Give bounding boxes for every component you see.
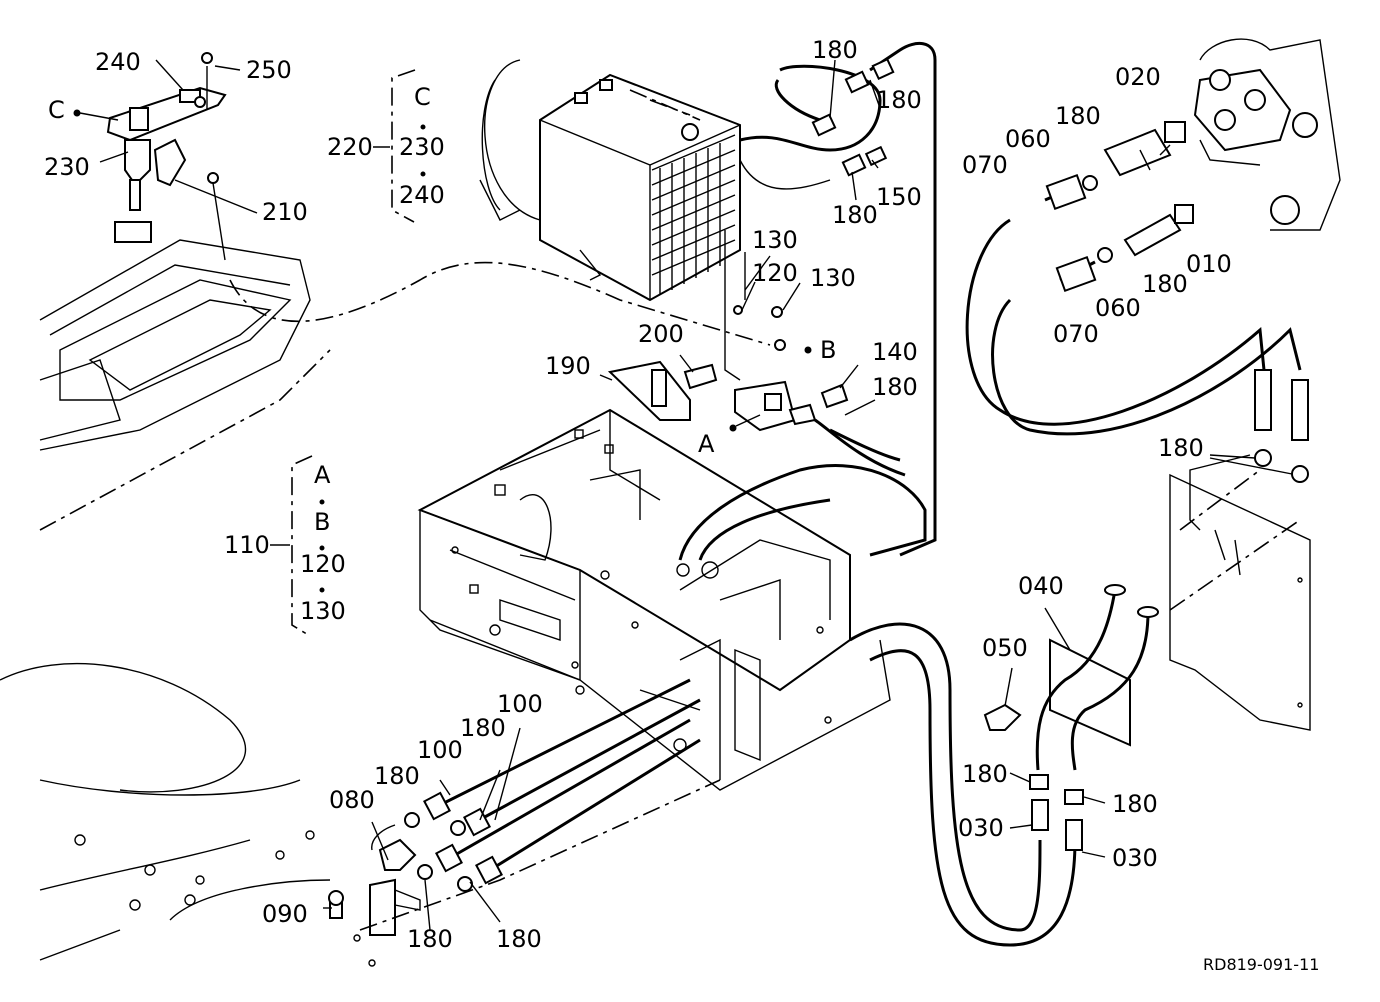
callout-060b: 060 [1095,294,1141,322]
callout-group-220-c: C [414,83,431,111]
callout-group-110-b: B [314,508,330,536]
callout-070b: 070 [1053,320,1099,348]
callout-180-r3: 180 [1158,434,1204,462]
pipe-bracket [983,454,1311,858]
callout-labels: 240 250 C 230 210 220 C 230 240 180 180 … [44,36,1319,974]
machine-outline [0,239,331,961]
control-cable [229,230,812,381]
callout-140: 140 [872,338,918,366]
callout-240: 240 [95,48,141,76]
callout-190: 190 [545,352,591,380]
lower-hoses [323,678,721,967]
callout-180-b4: 180 [496,925,542,953]
callout-230: 230 [44,153,90,181]
callout-210: 210 [262,198,308,226]
valve-block [599,354,906,477]
callout-180-r5: 180 [1112,790,1158,818]
callout-b: B [820,336,836,364]
callout-group-220: 220 [327,133,373,161]
callout-200: 200 [638,320,684,348]
callout-180-top3: 180 [832,201,878,229]
callout-130a: 130 [752,226,798,254]
callout-100b: 100 [417,736,463,764]
callout-250: 250 [246,56,292,84]
callout-130b: 130 [810,264,856,292]
callout-070a: 070 [962,151,1008,179]
callout-180-mid: 180 [872,373,918,401]
callout-group-220-230: 230 [399,133,445,161]
callout-group-110: 110 [224,531,270,559]
callout-030a: 030 [958,814,1004,842]
callout-020: 020 [1115,63,1161,91]
callout-group-220-240: 240 [399,181,445,209]
callout-040: 040 [1018,572,1064,600]
callout-group-110-130: 130 [300,597,346,625]
top-hoses [739,41,937,557]
callout-180-b3: 180 [407,925,453,953]
callout-180-b1: 180 [460,714,506,742]
main-frame [417,408,927,791]
callout-120: 120 [752,259,798,287]
callout-060a: 060 [1005,125,1051,153]
callout-150: 150 [876,183,922,211]
heater-unit [479,59,741,302]
callout-180-top2: 180 [876,86,922,114]
callout-050: 050 [982,634,1028,662]
callout-group-110-a: A [314,461,331,489]
valve-assembly [73,52,258,261]
return-hose [849,622,1077,947]
callout-c-left: C [48,96,65,124]
callout-180-r4: 180 [962,760,1008,788]
reference-code: RD819-091-11 [1203,955,1319,974]
callout-180-top1: 180 [812,36,858,64]
callout-180-b2: 180 [374,762,420,790]
callout-100a: 100 [497,690,543,718]
callout-group-110-120: 120 [300,550,346,578]
callout-090: 090 [262,900,308,928]
callout-180-r2: 180 [1142,270,1188,298]
pump-valve [965,38,1341,483]
callout-010: 010 [1186,250,1232,278]
callout-080: 080 [329,786,375,814]
callout-030b: 030 [1112,844,1158,872]
callout-a: A [698,430,715,458]
callout-180-r1: 180 [1055,102,1101,130]
